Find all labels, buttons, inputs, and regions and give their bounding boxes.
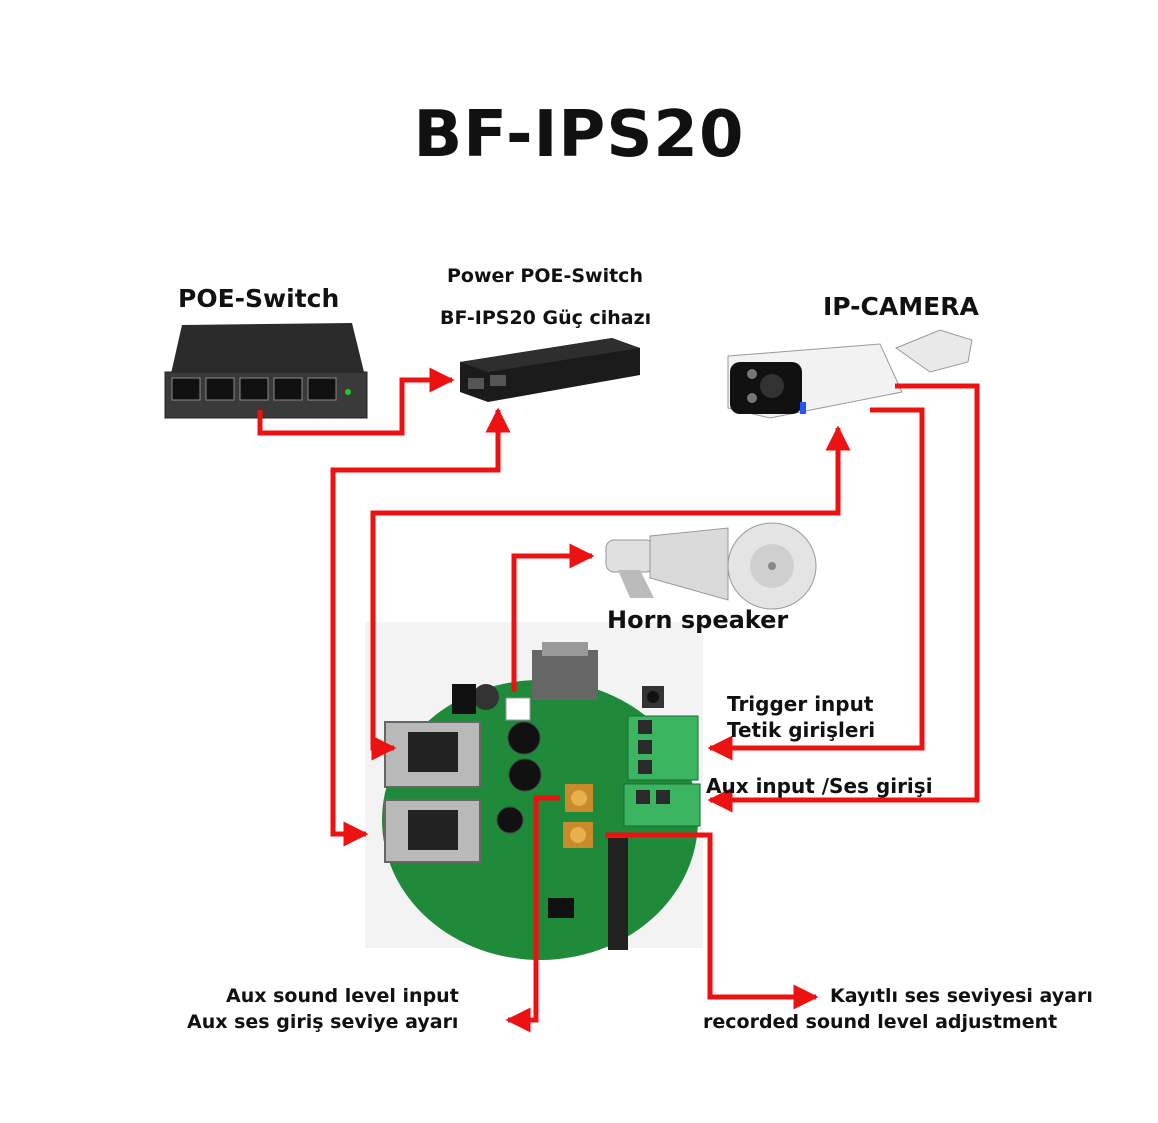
label-trigger-line2: Tetik girişleri bbox=[727, 718, 876, 742]
wire-aux bbox=[707, 383, 980, 813]
wire-camera-to-pcb bbox=[370, 425, 851, 761]
label-trigger-line1: Trigger input bbox=[727, 692, 874, 716]
label-ip-camera: IP-CAMERA bbox=[823, 292, 979, 321]
label-horn-speaker: Horn speaker bbox=[607, 606, 789, 634]
label-aux-level-line2: Aux ses giriş seviye ayarı bbox=[187, 1011, 459, 1033]
label-power-line2: BF-IPS20 Güç cihazı bbox=[440, 307, 652, 329]
label-aux-level-line1: Aux sound level input bbox=[226, 985, 459, 1007]
wires bbox=[257, 367, 980, 1033]
wire-trigger bbox=[707, 407, 925, 761]
label-aux-input: Aux input /Ses girişi bbox=[706, 774, 933, 798]
page-title: BF-IPS20 bbox=[413, 98, 745, 172]
terminal-blocks bbox=[623, 715, 701, 827]
ip-camera-device bbox=[727, 329, 973, 419]
horn-speaker-device bbox=[605, 522, 817, 610]
wire-aux-level bbox=[505, 795, 560, 1033]
wire-recorded-level bbox=[605, 832, 819, 1010]
label-recorded-line2: recorded sound level adjustment bbox=[703, 1011, 1058, 1033]
poe-injector-device bbox=[460, 338, 640, 402]
wire-speaker bbox=[511, 543, 595, 692]
poe-switch-device bbox=[164, 323, 368, 419]
label-poe-switch: POE-Switch bbox=[178, 284, 340, 313]
label-recorded-line1: Kayıtlı ses seviyesi ayarı bbox=[830, 985, 1093, 1007]
label-power-line1: Power POE-Switch bbox=[447, 265, 643, 287]
